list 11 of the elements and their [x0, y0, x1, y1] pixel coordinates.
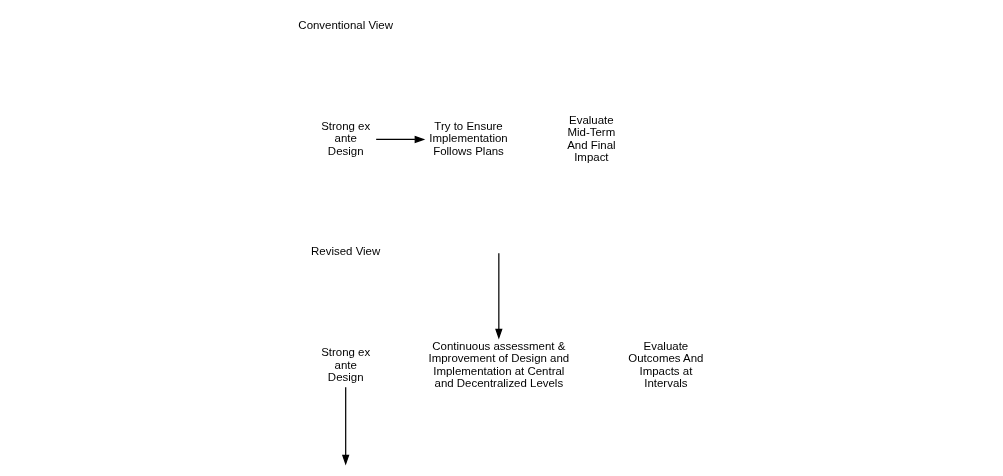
arrow — [375, 135, 426, 144]
node-text: Evaluate Mid-Term And Final Impact — [567, 114, 616, 163]
arrow — [495, 252, 503, 340]
node-text: Continuous assessment & Improvement of Design and Implementation at Central and Decentralized Levels — [428, 340, 570, 389]
node-text: Evaluate Outcomes And Impacts at Intervals — [628, 340, 704, 389]
label: Conventional View — [298, 19, 394, 32]
label: Revised View — [311, 245, 381, 258]
arrow — [341, 386, 350, 466]
node-text: Try to Ensure Implementation Follows Plans — [429, 120, 508, 157]
node-text: Strong ex ante Design — [321, 346, 371, 383]
node-text: Strong ex ante Design — [321, 120, 371, 157]
